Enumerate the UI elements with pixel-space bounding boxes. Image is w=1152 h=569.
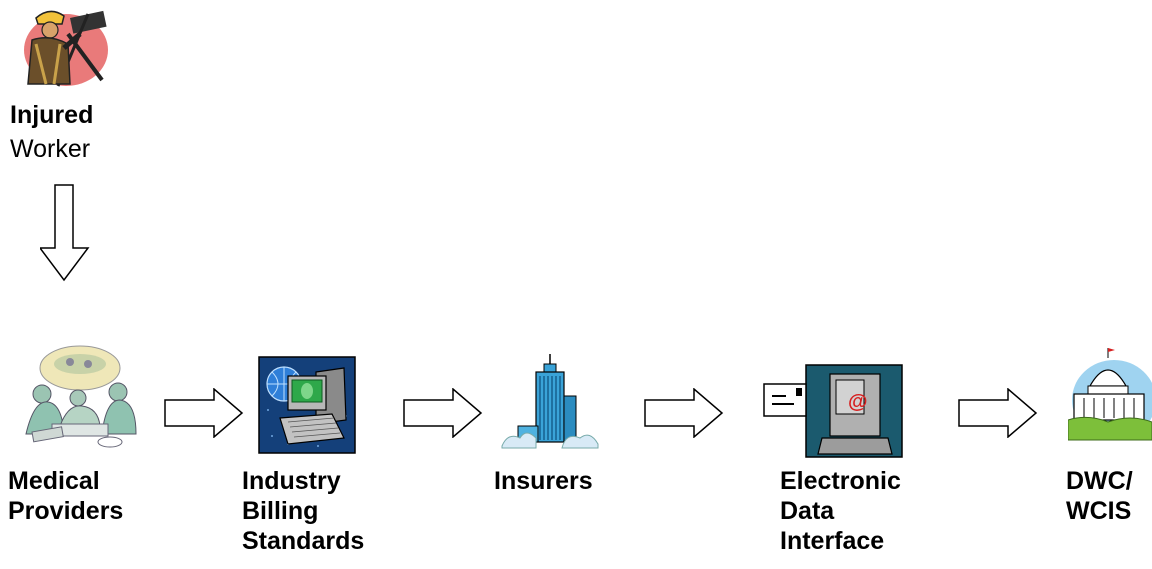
- down-arrow: [40, 184, 90, 282]
- construction-worker-icon: [24, 10, 108, 87]
- office-building-icon: [501, 354, 599, 449]
- node-label-electronic-data-interface: Electronic Data Interface: [780, 467, 901, 555]
- node-label-medical-providers: Medical Providers: [8, 467, 124, 525]
- flow-arrow-2: [403, 388, 483, 438]
- surgery-team-icon: [25, 345, 137, 448]
- svg-text:@: @: [848, 391, 868, 413]
- capitol-building-icon: [1068, 348, 1152, 441]
- node-label-industry-billing-standards: Industry Billing Standards: [242, 467, 365, 555]
- worker-title: Injured: [10, 101, 94, 129]
- injured-worker-node: Injured Worker: [6, 4, 126, 174]
- flow-arrow-3: [644, 388, 724, 438]
- node-label-insurers: Insurers: [494, 467, 593, 495]
- worker-subtitle: Worker: [10, 135, 91, 163]
- email-computer-icon: @: [763, 364, 903, 458]
- flow-arrow-4: [958, 388, 1038, 438]
- flow-arrow-1: [164, 388, 244, 438]
- computer-globe-money-icon: [258, 356, 356, 454]
- node-label-dwc-wcis: DWC/ WCIS: [1066, 467, 1133, 525]
